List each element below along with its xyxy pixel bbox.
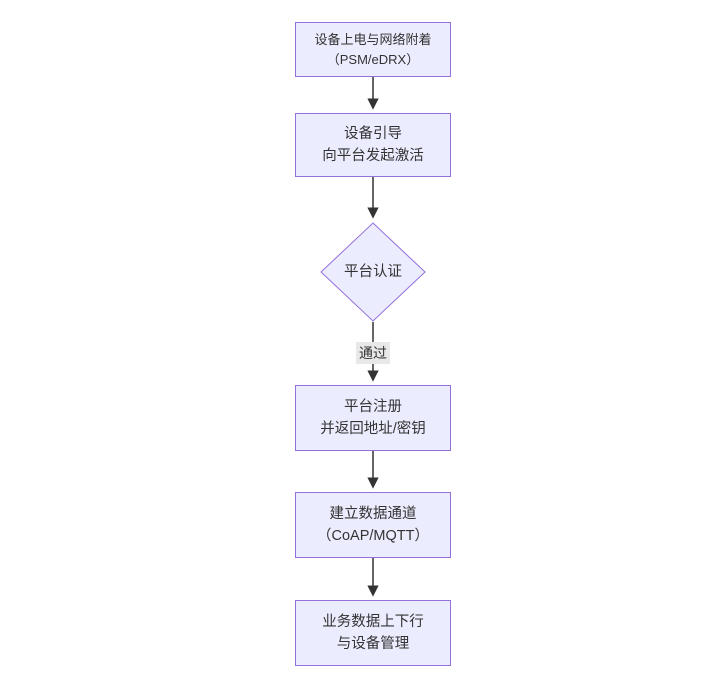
node-power-attach-line1: 设备上电与网络附着 [314,31,432,47]
node-business: 业务数据上下行 与设备管理 [295,600,451,666]
node-power-attach-line2: （PSM/eDRX） [326,51,420,67]
node-register: 平台注册 并返回地址/密钥 [295,385,451,451]
node-business-line2: 与设备管理 [336,636,410,652]
node-bootstrap-line1: 设备引导 [344,126,402,142]
edge-label-pass: 通过 [356,342,390,364]
node-register-line2: 并返回地址/密钥 [320,421,426,437]
node-channel-line1: 建立数据通道 [329,506,417,522]
node-channel: 建立数据通道 （CoAP/MQTT） [295,492,451,558]
node-register-line1: 平台注册 [344,399,402,415]
node-business-line1: 业务数据上下行 [322,614,424,630]
node-bootstrap: 设备引导 向平台发起激活 [295,113,451,177]
node-auth-diamond: 平台认证 [320,222,426,322]
node-bootstrap-line2: 向平台发起激活 [322,148,424,164]
node-channel-line2: （CoAP/MQTT） [317,528,429,544]
node-auth-label: 平台认证 [344,264,402,280]
node-power-attach: 设备上电与网络附着 （PSM/eDRX） [295,22,451,77]
diamond-shape [320,222,426,322]
